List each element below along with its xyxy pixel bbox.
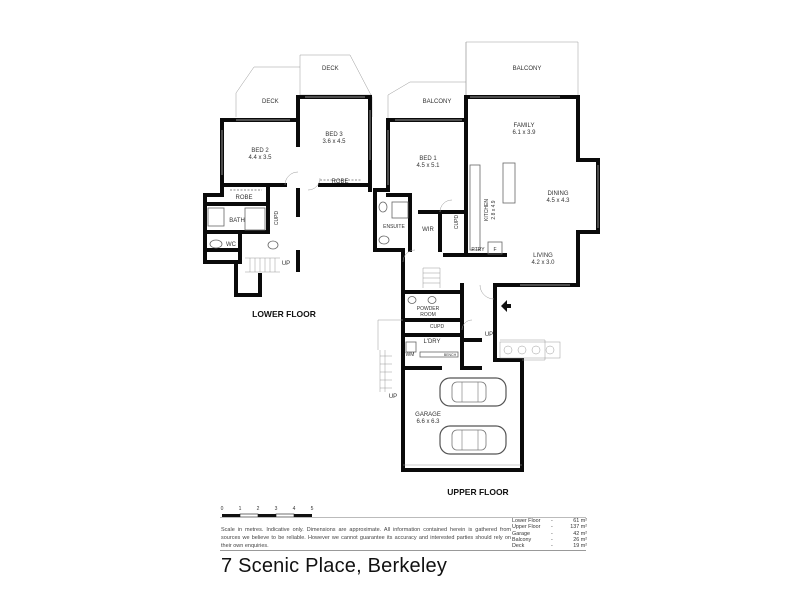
label-garage-size: 6.6 x 6.3	[416, 419, 440, 425]
area-dash: -	[551, 524, 553, 531]
label-fridge: F	[493, 247, 496, 253]
label-bed2-name: BED 2	[251, 148, 269, 154]
area-value: 19 m²	[573, 543, 587, 550]
label-bed3-name: BED 3	[325, 132, 343, 138]
lower-floor-plan	[203, 54, 373, 297]
disclaimer-note: Scale in metres. Indicative only. Dimens…	[221, 527, 511, 550]
area-value: 42 m²	[573, 530, 587, 537]
label-up-garage: UP	[389, 394, 397, 400]
label-laundry: L'DRY	[423, 339, 440, 345]
area-value: 137 m²	[570, 524, 587, 531]
upper-floor-plan	[373, 41, 600, 472]
scale-tick-5: 5	[311, 506, 314, 512]
car-top-icon	[439, 377, 507, 407]
scale-tick-1: 1	[239, 506, 242, 512]
area-dash: -	[551, 518, 553, 524]
area-name: Garage	[512, 530, 530, 537]
label-cupd-powder: CUPD	[430, 324, 445, 330]
label-kitchen-size: 2.8 x 4.9	[491, 200, 497, 219]
area-dash: -	[551, 543, 553, 550]
label-bench: BENCH	[444, 353, 457, 357]
area-name: Balcony	[512, 536, 532, 543]
scale-tick-3: 3	[275, 506, 278, 512]
label-bed2-size: 4.4 x 3.5	[248, 155, 272, 161]
label-up-entry: UP	[485, 332, 493, 338]
label-dining-size: 4.5 x 4.3	[546, 198, 570, 204]
label-bed3-size: 3.6 x 4.5	[322, 139, 346, 145]
area-row-upper-floor: Upper Floor - 137 m²	[512, 524, 587, 530]
label-garage-name: GARAGE	[415, 412, 441, 418]
label-living-size: 4.2 x 3.0	[531, 260, 555, 266]
area-name: Deck	[512, 543, 525, 550]
label-balcony-top: BALCONY	[513, 66, 542, 72]
label-powder-1: POWDER	[417, 306, 440, 312]
label-bath: BATH	[229, 218, 245, 224]
lower-floor-title: LOWER FLOOR	[252, 309, 316, 319]
label-family-size: 6.1 x 3.9	[512, 130, 536, 136]
car-bottom-icon	[439, 425, 507, 455]
address-divider	[220, 550, 586, 551]
label-living-name: LIVING	[533, 253, 553, 259]
label-bed1-name: BED 1	[419, 156, 437, 162]
label-wir: WIR	[422, 227, 434, 233]
label-balcony-left: BALCONY	[423, 99, 452, 105]
area-row-deck: Deck - 19 m²	[512, 543, 587, 549]
label-cupd-upper: CUPD	[454, 215, 460, 230]
label-wm: WM	[406, 352, 415, 358]
area-summary: Lower Floor - 61 m² Upper Floor - 137 m²…	[512, 518, 587, 549]
area-value: 26 m²	[573, 536, 587, 543]
scale-tick-2: 2	[257, 506, 260, 512]
area-dash: -	[551, 530, 553, 537]
label-cupd-lower: CUPD	[274, 211, 280, 226]
label-bed1-size: 4.5 x 5.1	[416, 163, 440, 169]
label-robe-2: ROBE	[331, 179, 348, 185]
label-ensuite: ENSUITE	[383, 224, 405, 230]
label-robe-1: ROBE	[235, 195, 252, 201]
area-name: Upper Floor	[512, 524, 541, 531]
label-kitchen: KITCHEN	[484, 199, 490, 221]
label-deck-top: DECK	[322, 66, 339, 72]
label-powder-2: ROOM	[420, 312, 436, 318]
label-deck-left: DECK	[262, 99, 279, 105]
scale-tick-4: 4	[293, 506, 296, 512]
footer-top-divider	[220, 517, 586, 518]
label-family-name: FAMILY	[514, 123, 535, 129]
area-row-garage: Garage - 42 m²	[512, 531, 587, 537]
area-row-balcony: Balcony - 26 m²	[512, 537, 587, 543]
label-wc: WC	[226, 242, 237, 248]
label-dining-name: DINING	[548, 191, 569, 197]
area-value: 61 m²	[573, 518, 587, 524]
label-up-lower: UP	[282, 261, 290, 267]
scale-tick-0: 0	[221, 506, 224, 512]
label-pantry: PTRY	[471, 247, 485, 253]
upper-floor-title: UPPER FLOOR	[447, 487, 508, 497]
area-dash: -	[551, 536, 553, 543]
property-address: 7 Scenic Place, Berkeley	[221, 555, 448, 577]
area-row-lower-floor: Lower Floor - 61 m²	[512, 518, 587, 524]
area-name: Lower Floor	[512, 518, 541, 524]
